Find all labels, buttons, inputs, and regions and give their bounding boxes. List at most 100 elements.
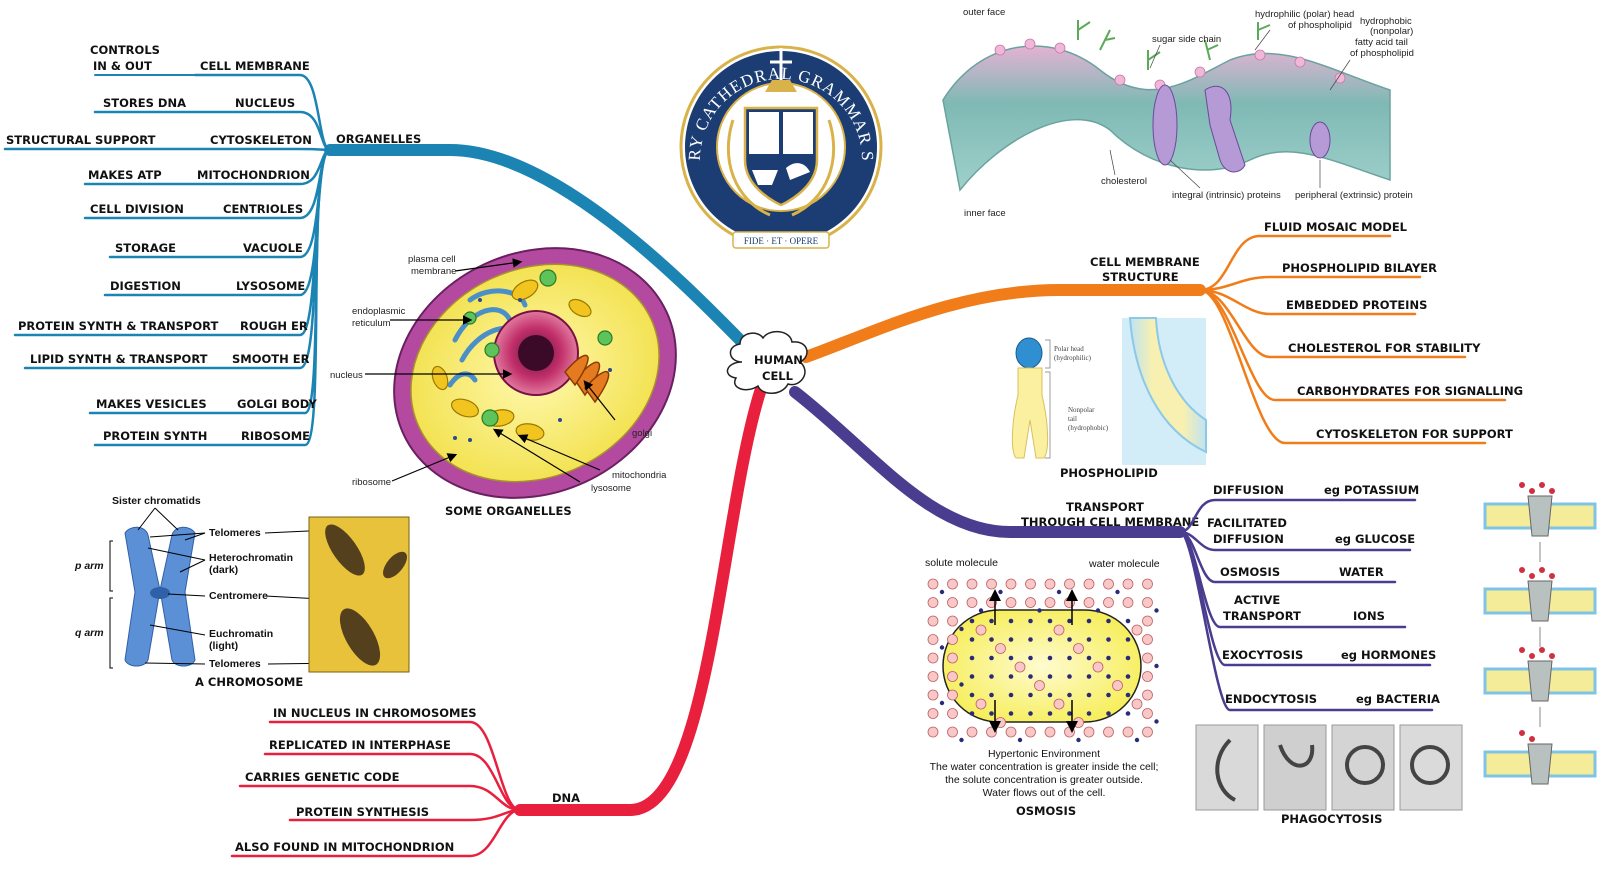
water-molecule	[1125, 674, 1131, 679]
svg-text:Sister chromatids: Sister chromatids	[112, 495, 201, 507]
solute-molecule	[1025, 578, 1036, 590]
dna-item-4: ALSO FOUND IN MITOCHONDRION	[235, 840, 454, 854]
svg-text:eg HORMONES: eg HORMONES	[1341, 648, 1436, 662]
water-molecule	[939, 589, 945, 595]
water-molecule	[959, 682, 964, 687]
svg-text:SMOOTH ER: SMOOTH ER	[232, 352, 310, 366]
solute-molecule	[947, 671, 958, 682]
dna-item-3: PROTEIN SYNTHESIS	[296, 805, 429, 819]
solute-molecule	[1131, 624, 1143, 636]
svg-text:mitochondria: mitochondria	[612, 470, 667, 481]
dna-twigs	[230, 720, 522, 858]
water-molecule	[959, 737, 964, 743]
water-molecule	[1008, 674, 1014, 679]
transport-item-active-transport: ACTIVE TRANSPORT IONS	[1223, 593, 1385, 623]
center-label-2: CELL	[762, 369, 794, 383]
solute-molecule	[1073, 717, 1084, 728]
svg-text:The water concentration is gre: The water concentration is greater insid…	[930, 761, 1159, 773]
svg-text:ENDOCYTOSIS: ENDOCYTOSIS	[1225, 692, 1317, 706]
membrane-structure-branch: CELL MEMBRANE STRUCTURE FLUID MOSAIC MOD…	[800, 220, 1523, 445]
osmosis-diagram: solute molecule water molecule Hypertoni…	[925, 557, 1160, 818]
water-molecule	[1028, 618, 1033, 624]
svg-text:IONS: IONS	[1353, 609, 1385, 623]
svg-text:q arm: q arm	[75, 627, 104, 639]
water-molecule	[989, 711, 994, 716]
lysosome-shapes	[463, 269, 613, 427]
center-node: HUMAN CELL	[726, 330, 808, 394]
svg-text:lysosome: lysosome	[591, 483, 631, 494]
solute-molecule	[966, 597, 978, 608]
water-molecule	[1028, 692, 1033, 698]
phospholipid-caption: PHOSPHOLIPID	[1060, 466, 1158, 480]
water-molecule	[939, 645, 945, 650]
logo-motto: FIDE · ET · OPERE	[744, 236, 819, 246]
osmosis-caption: OSMOSIS	[1016, 804, 1076, 818]
svg-text:cholesterol: cholesterol	[1101, 176, 1147, 187]
polar-head-shape	[1015, 337, 1043, 369]
water-molecule	[1125, 618, 1131, 624]
water-molecule	[1106, 637, 1111, 642]
svg-text:FACILITATED: FACILITATED	[1207, 516, 1287, 530]
water-molecule	[1037, 608, 1042, 613]
water-molecule	[1106, 618, 1111, 624]
water-molecule	[1106, 655, 1111, 661]
membrane-item-1: PHOSPHOLIPID BILAYER	[1282, 261, 1437, 275]
organelle-item-centrioles: CELL DIVISION CENTRIOLES	[90, 202, 303, 216]
solute-molecule	[1064, 597, 1075, 608]
water-molecule	[989, 637, 994, 642]
svg-text:STORES DNA: STORES DNA	[103, 96, 186, 110]
channel-frame	[1483, 567, 1597, 622]
svg-text:endoplasmic: endoplasmic	[352, 306, 406, 317]
protein-channel-sequence	[1483, 482, 1597, 785]
solute-molecule	[1122, 597, 1134, 608]
transport-item-exocytosis: EXOCYTOSIS eg HORMONES	[1222, 648, 1436, 662]
cell-diagram-caption: SOME ORGANELLES	[445, 504, 572, 518]
dna-item-0: IN NUCLEUS IN CHROMOSOMES	[273, 706, 477, 720]
solute-molecule	[1044, 726, 1056, 738]
solute-molecule	[947, 597, 958, 608]
svg-text:integral (intrinsic) proteins: integral (intrinsic) proteins	[1172, 190, 1281, 201]
organelle-item-nucleus: STORES DNA NUCLEUS	[103, 96, 295, 110]
svg-text:membrane: membrane	[411, 266, 456, 277]
solute-molecule	[1103, 726, 1114, 738]
water-molecule	[1067, 692, 1072, 698]
solute-molecule	[975, 624, 987, 636]
solute-molecule	[1044, 578, 1056, 590]
transport-item-facilitated-diffusion: FACILITATED DIFFUSION eg GLUCOSE	[1207, 516, 1415, 546]
water-molecule	[1008, 711, 1014, 716]
organelle-item-vacuole: STORAGE VACUOLE	[115, 241, 303, 255]
solute-molecule	[947, 652, 958, 664]
membrane-structure-label-2: STRUCTURE	[1102, 270, 1179, 284]
svg-text:eg BACTERIA: eg BACTERIA	[1356, 692, 1440, 706]
water-molecule	[1028, 655, 1033, 661]
svg-text:(nonpolar): (nonpolar)	[1370, 26, 1413, 37]
solute-molecule	[927, 578, 939, 590]
water-molecules	[939, 589, 1159, 743]
dna-item-2: CARRIES GENETIC CODE	[245, 770, 400, 784]
solute-molecule	[1142, 671, 1153, 682]
water-molecule	[989, 618, 994, 624]
membrane-item-3: CHOLESTEROL FOR STABILITY	[1288, 341, 1481, 355]
svg-text:LYSOSOME: LYSOSOME	[236, 279, 305, 293]
solute-molecule	[1073, 643, 1084, 654]
organelle-item-ribosome: PROTEIN SYNTH RIBOSOME	[103, 429, 310, 443]
svg-text:TRANSPORT: TRANSPORT	[1223, 609, 1301, 623]
solute-molecule	[1064, 726, 1075, 738]
svg-text:CONTROLS: CONTROLS	[90, 43, 160, 57]
svg-text:of phospholipid: of phospholipid	[1288, 20, 1352, 31]
svg-text:STRUCTURAL SUPPORT: STRUCTURAL SUPPORT	[6, 133, 156, 147]
solute-molecule	[995, 643, 1006, 654]
svg-text:MAKES ATP: MAKES ATP	[88, 168, 162, 182]
svg-text:tail: tail	[1068, 415, 1077, 423]
solute-molecule	[1142, 689, 1153, 701]
svg-text:Centromere: Centromere	[209, 590, 268, 602]
svg-text:ACTIVE: ACTIVE	[1234, 593, 1280, 607]
svg-text:(hydrophobic): (hydrophobic)	[1068, 424, 1109, 432]
channel-frame	[1483, 730, 1597, 785]
svg-text:nucleus: nucleus	[330, 370, 363, 381]
solute-molecule	[1005, 726, 1017, 738]
solute-molecule	[927, 671, 939, 682]
water-molecule	[1008, 692, 1014, 698]
